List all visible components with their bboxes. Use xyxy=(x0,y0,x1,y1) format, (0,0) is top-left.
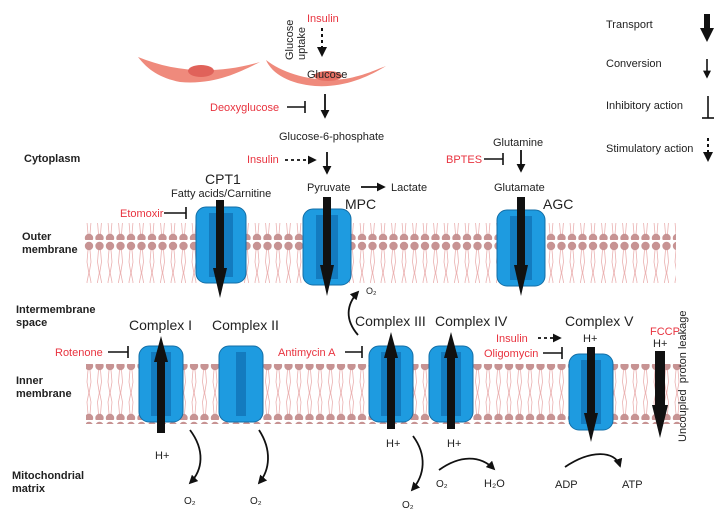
complex-5-label: Complex V xyxy=(565,313,634,329)
label-cytoplasm: Cytoplasm xyxy=(24,153,80,165)
cell-right xyxy=(266,60,386,87)
hplus-complex3-matrix: H+ xyxy=(386,438,400,450)
cell-left-nucleus xyxy=(188,65,214,77)
hplus-fccp: H+ xyxy=(653,338,667,350)
transport-arrow-agc xyxy=(514,197,528,296)
o2-complex3: O₂ xyxy=(402,500,414,511)
o2-complex2: O₂ xyxy=(250,496,262,507)
hplus-complex4-matrix: H+ xyxy=(447,438,461,450)
oligomycin-label: Oligomycin xyxy=(484,348,538,360)
insulin-2-label: Insulin xyxy=(247,154,279,166)
label-inner-membrane-1: Inner xyxy=(16,375,44,387)
transport-arrow-complex-4 xyxy=(444,332,458,429)
complex-1-label: Complex I xyxy=(129,317,192,333)
legend-conversion-label: Conversion xyxy=(606,58,662,70)
bptes-label: BPTES xyxy=(446,154,482,166)
curved-arrow-complex2-o2 xyxy=(257,429,269,485)
curved-arrow-complex1-o2 xyxy=(188,429,202,485)
legend: Transport Conversion Inhibitory action S… xyxy=(606,14,714,162)
transport-arrow-complex-5 xyxy=(584,347,598,442)
complex-3-label: Complex III xyxy=(355,313,426,329)
pyruvate-label: Pyruvate xyxy=(307,182,350,194)
curved-arrow-o2-h2o xyxy=(438,457,496,471)
g6p-label: Glucose-6-phosphate xyxy=(279,131,384,143)
etomoxir-label: Etomoxir xyxy=(120,208,164,220)
fatty-acids-label: Fatty acids/Carnitine xyxy=(171,188,271,200)
complex-2-label: Complex II xyxy=(212,317,279,333)
mpc-label: MPC xyxy=(345,196,376,212)
lactate-label: Lactate xyxy=(391,182,427,194)
outer-membrane xyxy=(84,223,676,283)
label-intermembrane-1: Intermembrane xyxy=(16,304,95,316)
insulin-complex5-label: Insulin xyxy=(496,333,528,345)
complex-4-label: Complex IV xyxy=(435,313,508,329)
label-outer-membrane-2: membrane xyxy=(22,244,78,256)
curved-arrow-o2-up xyxy=(347,290,360,336)
glucose-uptake-2: uptake xyxy=(296,27,308,60)
o2-intermembrane: O₂ xyxy=(366,286,377,296)
legend-transport-label: Transport xyxy=(606,19,653,31)
hplus-complex5: H+ xyxy=(583,333,597,345)
glucose-label: Glucose xyxy=(307,69,347,81)
transport-arrow-complex-1 xyxy=(154,336,168,433)
uncoupled-leakage-label: Uncoupled proton leakage xyxy=(677,311,689,442)
agc-label: AGC xyxy=(543,196,573,212)
insulin-top: Insulin xyxy=(307,13,339,25)
legend-inhibitory-label: Inhibitory action xyxy=(606,100,683,112)
glucose-uptake-1: Glucose xyxy=(284,20,296,60)
cell-right-nucleus xyxy=(314,71,342,81)
label-outer-membrane-1: Outer xyxy=(22,231,52,243)
fccp-label: FCCP xyxy=(650,326,680,338)
deoxyglucose-label: Deoxyglucose xyxy=(210,102,279,114)
atp-label: ATP xyxy=(622,479,643,491)
label-inner-membrane-2: membrane xyxy=(16,388,72,400)
rotenone-label: Rotenone xyxy=(55,347,103,359)
protein-complex-2 xyxy=(218,345,264,423)
cell-left xyxy=(138,57,260,83)
glutamine-label: Glutamine xyxy=(493,137,543,149)
transport-arrow-cpt1 xyxy=(213,200,227,298)
h2o-label: H₂O xyxy=(484,478,505,490)
thick-arrow-down-icon xyxy=(700,14,714,42)
o2-complex1: O₂ xyxy=(184,496,196,507)
transport-arrow-proton-leak xyxy=(652,351,668,438)
adp-label: ADP xyxy=(555,479,578,491)
transport-arrow-mpc xyxy=(320,197,334,296)
transport-arrow-complex-3 xyxy=(384,332,398,429)
curved-arrow-complex3-o2 xyxy=(410,435,424,492)
antimycin-label: Antimycin A xyxy=(278,347,336,359)
hplus-complex1-matrix: H+ xyxy=(155,450,169,462)
label-intermembrane-2: space xyxy=(16,317,47,329)
legend-stimulatory-label: Stimulatory action xyxy=(606,143,693,155)
cpt1-label: CPT1 xyxy=(205,171,241,187)
label-matrix-2: matrix xyxy=(12,483,46,495)
o2-complex4: O₂ xyxy=(436,479,448,490)
glutamate-label: Glutamate xyxy=(494,182,545,194)
label-matrix-1: Mitochondrial xyxy=(12,470,84,482)
curved-arrow-adp-atp xyxy=(564,453,623,468)
